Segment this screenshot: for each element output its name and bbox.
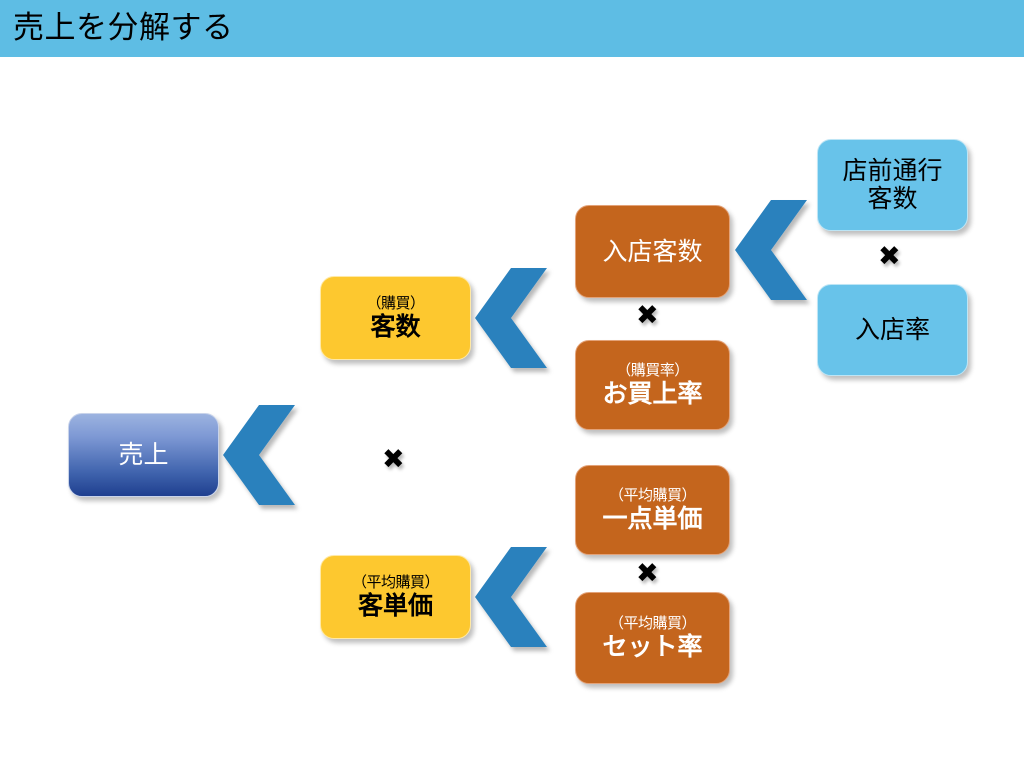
node-unit-price-label: 客単価: [357, 590, 433, 620]
node-sales[interactable]: 売上: [68, 413, 219, 497]
node-sales-label: 売上: [118, 440, 169, 469]
node-passersby[interactable]: 店前通行 客数: [817, 139, 968, 231]
operator-sales-split: ✖: [382, 444, 405, 475]
operator-unit-price-split: ✖: [636, 558, 659, 589]
node-purchase-rate-label: お買上率: [602, 378, 703, 408]
node-store-visitors-label: 入店客数: [602, 236, 703, 266]
node-item-price[interactable]: （平均購買） 一点単価: [575, 465, 730, 555]
node-set-rate-label: セット率: [602, 631, 703, 661]
node-unit-price-sublabel: （平均購買）: [351, 573, 440, 592]
node-passersby-label-line1: 店前通行: [842, 156, 943, 185]
chevron-store-visitors: [735, 200, 807, 300]
page-title: 売上を分解する: [13, 10, 234, 46]
node-unit-price[interactable]: （平均購買） 客単価: [320, 555, 471, 639]
chevron-unit-price: [475, 547, 547, 647]
node-purchase-rate[interactable]: （購買率） お買上率: [575, 340, 730, 430]
node-store-visitors[interactable]: 入店客数: [575, 205, 730, 298]
node-customers[interactable]: （購買） 客数: [320, 276, 471, 360]
node-item-price-label: 一点単価: [602, 503, 703, 533]
node-entry-rate-label: 入店率: [854, 315, 930, 344]
node-set-rate-sublabel: （平均購買）: [608, 614, 697, 633]
node-item-price-sublabel: （平均購買）: [608, 486, 697, 505]
node-entry-rate[interactable]: 入店率: [817, 284, 968, 376]
node-passersby-label-line2: 客数: [867, 184, 918, 213]
node-purchase-rate-sublabel: （購買率）: [616, 361, 689, 380]
chevron-customers: [475, 268, 547, 368]
chevron-sales: [223, 405, 295, 505]
node-set-rate[interactable]: （平均購買） セット率: [575, 592, 730, 684]
operator-customers-split: ✖: [636, 300, 659, 331]
node-customers-sublabel: （購買）: [366, 294, 425, 313]
slide-canvas: 売上 ✖ （購買） 客数 （平均購買） 客: [0, 57, 1024, 766]
operator-visitors-split: ✖: [878, 241, 901, 272]
header-bar: 売上を分解する: [0, 0, 1024, 57]
node-customers-label: 客数: [370, 311, 421, 341]
